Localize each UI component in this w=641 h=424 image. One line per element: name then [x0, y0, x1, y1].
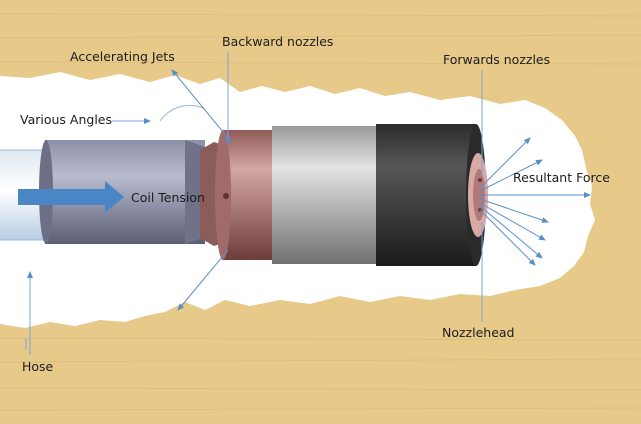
nozzlehead-label: Nozzlehead	[442, 325, 515, 340]
backward-nozzles-label: Backward nozzles	[222, 34, 334, 49]
resultant-force-label: Resultant Force	[513, 170, 610, 185]
coil-tension-arrow	[18, 181, 124, 213]
various-angles-label: Various Angles	[20, 112, 112, 127]
forwards-nozzles-label: Forwards nozzles	[443, 52, 551, 67]
silver-body	[272, 126, 382, 264]
accelerating-jets-label: Accelerating Jets	[70, 49, 175, 64]
backward-nozzle-hole	[223, 193, 229, 199]
coil-tension-label: Coil Tension	[131, 190, 205, 205]
various-angles-arc	[159, 104, 204, 122]
jet-rays	[171, 69, 591, 311]
hose-label: Hose	[22, 359, 54, 374]
leader-lines	[25, 52, 483, 355]
backward-nozzle-body	[200, 130, 277, 260]
